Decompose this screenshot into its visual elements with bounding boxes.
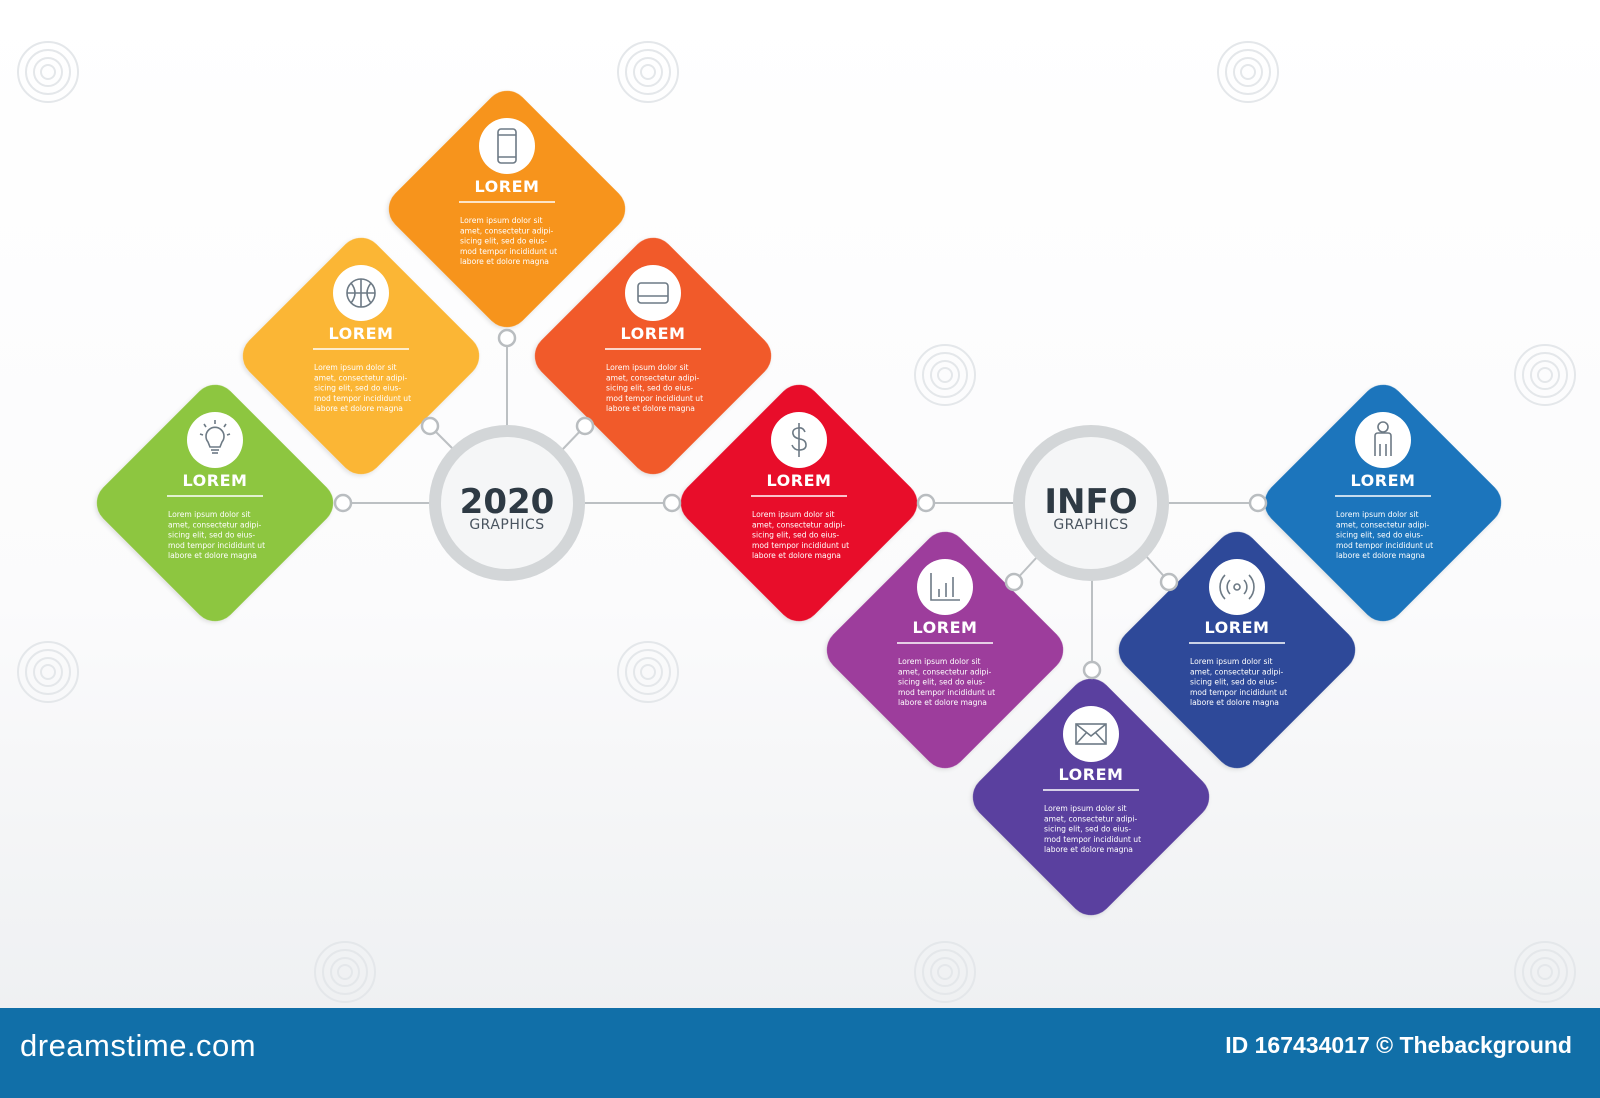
footer-credit: ID 167434017 © Thebackground (1225, 1032, 1572, 1058)
card-diamond (826, 531, 1064, 769)
hub-info-title: INFO (1044, 482, 1137, 522)
card-diamond (242, 237, 480, 475)
watermark-spiral (914, 941, 976, 1003)
card-diamond (1118, 531, 1356, 769)
card-title: LOREM (1205, 618, 1270, 637)
card-diamond (534, 237, 772, 475)
hub-2020: 2020 GRAPHICS (429, 425, 585, 581)
credit-card-icon (625, 265, 681, 321)
watermark-spiral (1217, 41, 1279, 103)
smartphone-icon (479, 118, 535, 174)
card-diamond (1264, 384, 1502, 622)
watermark-spiral (617, 641, 679, 703)
bar-chart-icon (917, 559, 973, 615)
watermark-spiral (314, 941, 376, 1003)
watermark-spiral (17, 641, 79, 703)
watermark-spiral (17, 41, 79, 103)
watermark-spiral (1514, 941, 1576, 1003)
hub-2020-subtitle: GRAPHICS (469, 517, 544, 533)
card-title: LOREM (475, 177, 540, 196)
card-diamond (680, 384, 918, 622)
card-diamond (96, 384, 334, 622)
card-title: LOREM (913, 618, 978, 637)
card-title: LOREM (767, 471, 832, 490)
card-title: LOREM (1059, 765, 1124, 784)
card-title: LOREM (1351, 471, 1416, 490)
connector-nodes (333, 328, 1268, 680)
card-diamond (388, 90, 626, 328)
card-diamond (972, 678, 1210, 916)
dollar-icon (771, 412, 827, 468)
person-icon (1355, 412, 1411, 468)
envelope-icon (1063, 706, 1119, 762)
wireless-icon (1209, 559, 1265, 615)
lightbulb-icon (187, 412, 243, 468)
hub-2020-title: 2020 (460, 482, 555, 522)
footer-bar: dreamstime.com ID 167434017 © Thebackgro… (0, 1008, 1600, 1098)
watermark-spiral (914, 344, 976, 406)
watermark-spiral (617, 41, 679, 103)
card-title: LOREM (621, 324, 686, 343)
footer-brand[interactable]: dreamstime.com (20, 1028, 257, 1063)
watermark-spiral (1514, 344, 1576, 406)
card-title: LOREM (183, 471, 248, 490)
card-title: LOREM (329, 324, 394, 343)
hub-info-subtitle: GRAPHICS (1053, 517, 1128, 533)
hub-info: INFO GRAPHICS (1013, 425, 1169, 581)
basketball-icon (333, 265, 389, 321)
